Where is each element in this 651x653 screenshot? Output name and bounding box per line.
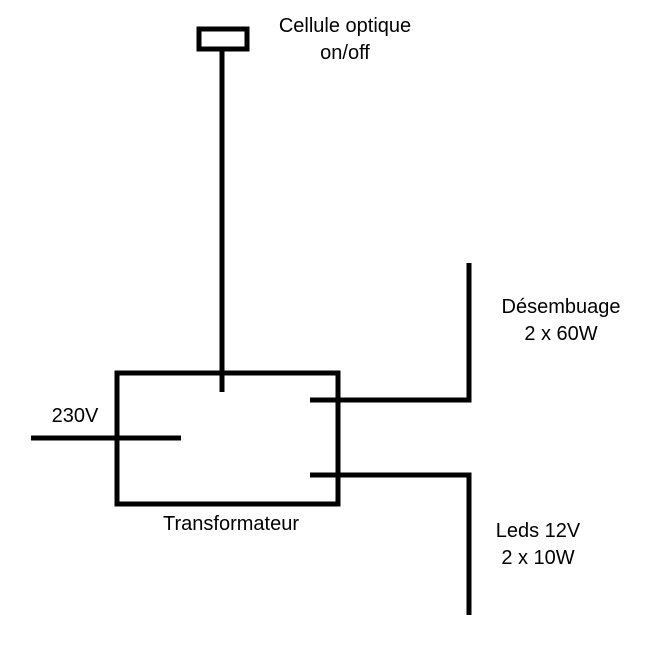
defogging-label-line1: Désembuage — [502, 296, 621, 318]
optical-sensor-box — [196, 26, 250, 52]
leds-label-line1: Leds 12V — [496, 520, 581, 542]
transformer-label: Transformateur — [163, 513, 299, 535]
input-230v-label: 230V — [52, 405, 99, 427]
defogging-label-line2: 2 x 60W — [524, 323, 597, 345]
defogging-wire — [310, 263, 472, 403]
sensor-label-line1: Cellule optique — [279, 15, 411, 37]
sensor-label-line2: on/off — [320, 42, 370, 64]
leds-label-line2: 2 x 10W — [501, 547, 574, 569]
leds-wire — [310, 472, 472, 615]
transformer-box — [114, 370, 341, 507]
